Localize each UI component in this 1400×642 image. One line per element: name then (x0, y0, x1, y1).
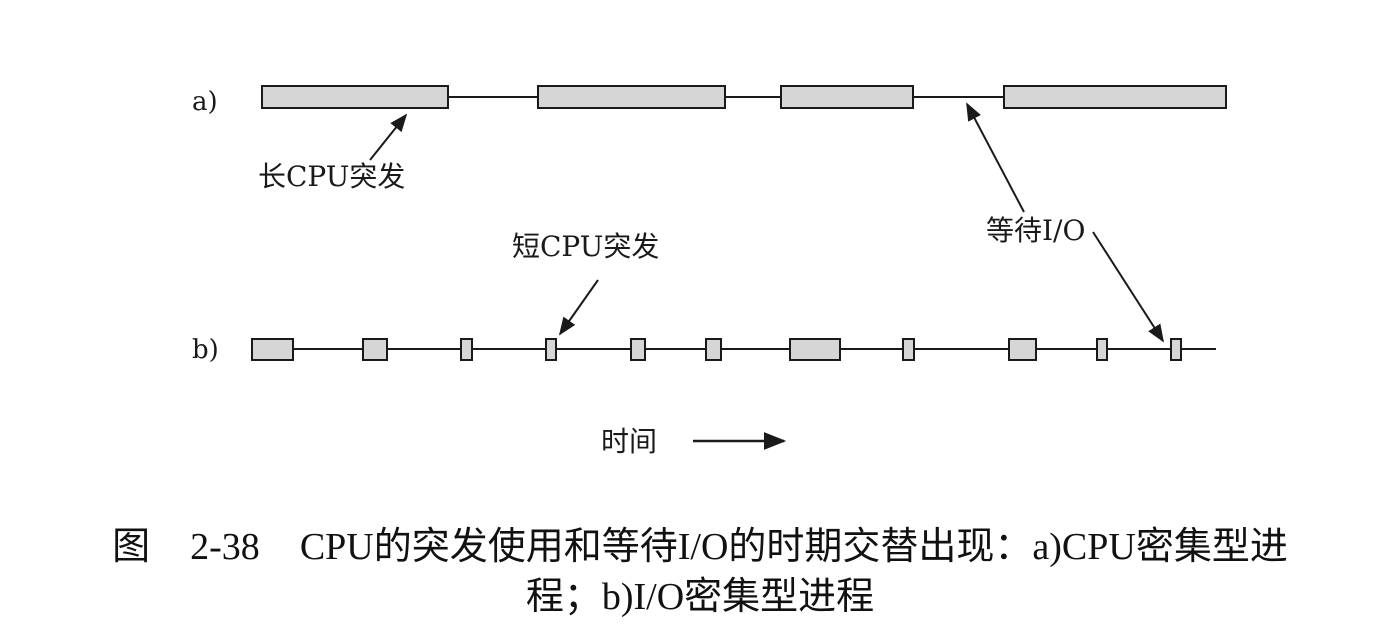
long-cpu-burst (1003, 85, 1227, 109)
long-cpu-burst (537, 85, 726, 109)
short-cpu-burst (1008, 338, 1037, 361)
short-burst-arrow (558, 279, 599, 336)
row-b: b) (192, 335, 1216, 365)
short-cpu-burst (1096, 338, 1108, 361)
short-cpu-burst (251, 338, 294, 361)
short-cpu-burst (789, 338, 841, 361)
figure-caption: 图 2-38 CPU的突发使用和等待I/O的时期交替出现：a)CPU密集型进 程；b… (0, 522, 1400, 622)
long-cpu-burst (261, 85, 449, 109)
short-cpu-burst (545, 338, 557, 361)
figure-number: 2-38 (190, 526, 260, 568)
wait-io-label: 等待I/O (986, 214, 1085, 247)
long-burst-label: 长CPU突发 (258, 160, 405, 193)
cpu-io-burst-diagram: a) 长CPU突发 等待I/O 短CPU突发 b) 时间 (192, 85, 1227, 458)
short-cpu-burst (362, 338, 388, 361)
caption-text-1: CPU的突发使用和等待I/O的时期交替出现：a)CPU密集型进 (299, 526, 1288, 568)
long-burst-arrow (369, 113, 408, 161)
figure-word: 图 (112, 526, 151, 568)
short-cpu-burst (902, 338, 915, 361)
caption-line-2: 程；b)I/O密集型进程 (525, 576, 875, 618)
row-a-label: a) (192, 87, 218, 117)
row-b-label: b) (192, 335, 219, 365)
caption-line-1: 图 2-38 CPU的突发使用和等待I/O的时期交替出现：a)CPU密集型进 (0, 522, 1400, 572)
row-a: a) (192, 85, 1227, 117)
short-cpu-burst (460, 338, 473, 361)
short-burst-label: 短CPU突发 (512, 230, 659, 263)
wait-io-arrow-down (1092, 231, 1164, 343)
long-cpu-burst (780, 85, 914, 109)
short-cpu-burst (705, 338, 722, 361)
wait-io-arrow-up (966, 102, 1025, 213)
short-cpu-burst (630, 338, 646, 361)
short-cpu-burst (1170, 338, 1182, 361)
time-label: 时间 (601, 425, 657, 458)
